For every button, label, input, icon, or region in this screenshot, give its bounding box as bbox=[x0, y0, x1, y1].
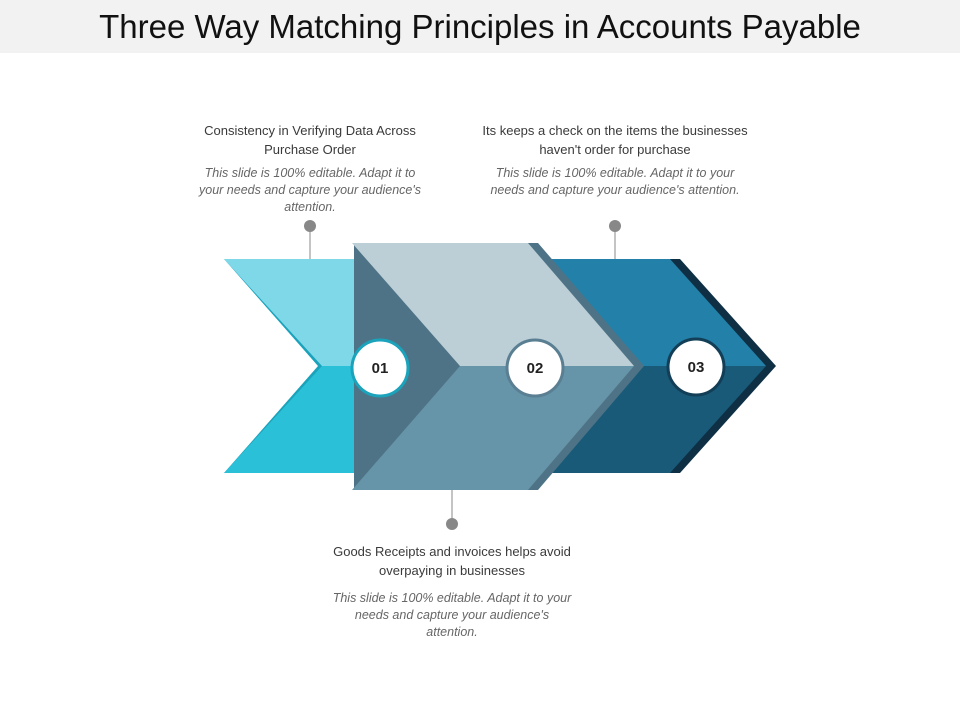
step-1-heading: Consistency in Verifying Data Across Pur… bbox=[204, 123, 416, 157]
chevron-2 bbox=[352, 243, 644, 490]
step-3-text: Its keeps a check on the items the busin… bbox=[482, 121, 748, 199]
step-1-description: This slide is 100% editable. Adapt it to… bbox=[199, 166, 421, 214]
chevron-2-bottom bbox=[352, 366, 634, 490]
badge-01: 01 bbox=[350, 338, 410, 398]
chevron-2-top bbox=[352, 243, 634, 366]
step-3-description: This slide is 100% editable. Adapt it to… bbox=[490, 166, 740, 197]
badge-02: 02 bbox=[505, 338, 565, 398]
connector-1 bbox=[304, 220, 316, 259]
title-bar bbox=[0, 0, 960, 53]
badge-02-label: 02 bbox=[527, 360, 544, 377]
connector-3 bbox=[609, 220, 621, 259]
step-3-heading: Its keeps a check on the items the busin… bbox=[482, 123, 748, 157]
connector-1-dot bbox=[304, 220, 316, 232]
connector-2 bbox=[446, 490, 458, 530]
badge-03: 03 bbox=[666, 337, 726, 397]
badge-03-label: 03 bbox=[688, 359, 705, 376]
connector-3-dot bbox=[609, 220, 621, 232]
badge-01-label: 01 bbox=[372, 360, 389, 377]
step-2-description: This slide is 100% editable. Adapt it to… bbox=[332, 591, 572, 639]
step-2-text: Goods Receipts and invoices helps avoid … bbox=[330, 542, 574, 641]
connector-2-dot bbox=[446, 518, 458, 530]
chevron-3-top bbox=[536, 259, 766, 366]
slide-title: Three Way Matching Principles in Account… bbox=[99, 8, 861, 45]
step-2-heading: Goods Receipts and invoices helps avoid … bbox=[333, 544, 571, 578]
step-1-text: Consistency in Verifying Data Across Pur… bbox=[195, 121, 425, 216]
